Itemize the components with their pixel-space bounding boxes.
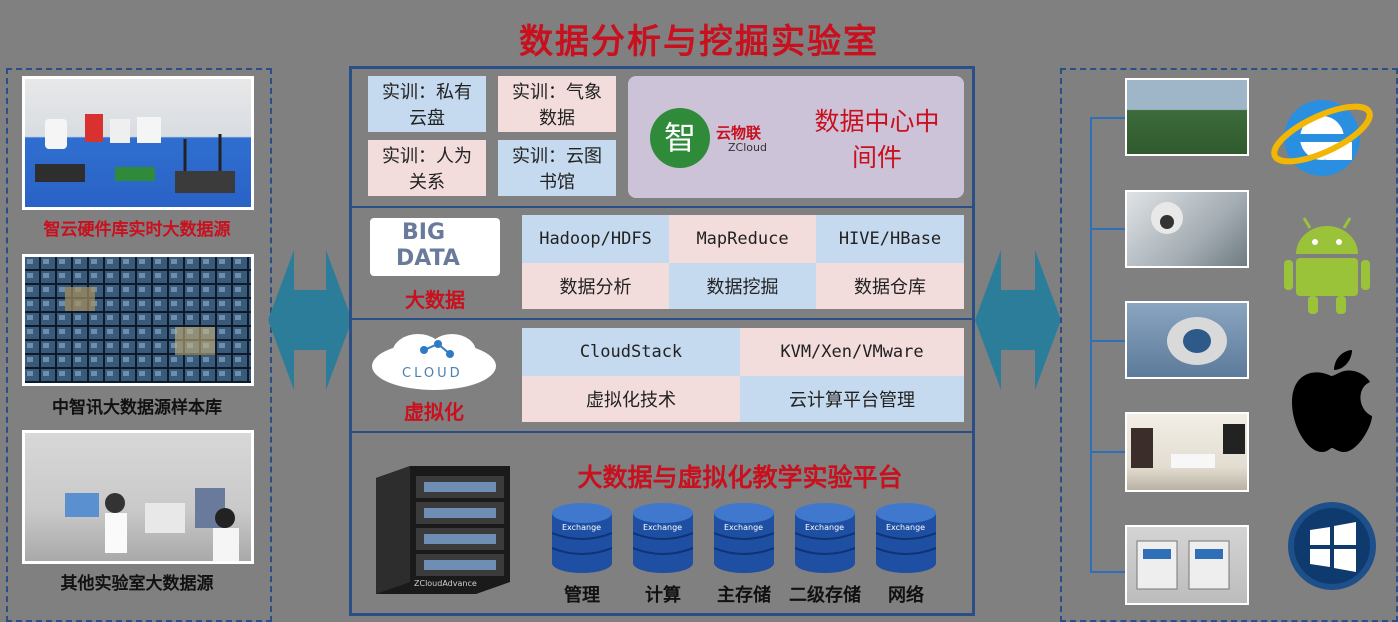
connector-line: [1090, 228, 1126, 230]
left-source-caption-2: 中智讯大数据源样本库: [52, 398, 222, 418]
connector-line: [1090, 571, 1126, 573]
android-icon: [1284, 217, 1370, 314]
cloud-icon: CLOUD: [368, 330, 500, 396]
virtual-cell: 云计算平台管理: [740, 376, 964, 422]
other-lab-photo: [22, 430, 254, 564]
left-source-caption-1: 智云硬件库实时大数据源: [43, 220, 231, 240]
connector-line: [1090, 117, 1092, 573]
node-label: 网络: [888, 585, 924, 606]
left-source-caption-3: 其他实验室大数据源: [60, 574, 214, 594]
connector-line: [1090, 451, 1126, 453]
divider: [352, 431, 972, 433]
virtualization-label: 虚拟化: [404, 400, 464, 424]
node-label: 计算: [645, 585, 681, 606]
node-label: 主存储: [717, 585, 771, 606]
middleware-title: 数据中心中间件: [814, 107, 940, 172]
sample-library-photo: [22, 254, 254, 386]
big-data-label: 大数据: [405, 288, 465, 312]
server-chassis-icon: ZCloudAdvance: [376, 466, 510, 594]
platform-title: 大数据与虚拟化教学实验平台: [577, 463, 903, 492]
virtual-cell: 虚拟化技术: [522, 376, 740, 422]
exchange-db-icon: Exchange: [875, 503, 937, 573]
bigdata-cell: HIVE/HBase: [816, 215, 964, 263]
bigdata-cell: MapReduce: [669, 215, 816, 263]
virtual-cell: CloudStack: [522, 328, 740, 376]
zcloud-logo-text: 云物联: [716, 124, 762, 142]
bigdata-cell: 数据挖掘: [669, 263, 816, 309]
virtual-cell: KVM/Xen/VMware: [740, 328, 964, 376]
page-title: 数据分析与挖掘实验室: [519, 22, 879, 62]
exchange-db-icon: Exchange: [713, 503, 775, 573]
training-cell: 实训：私有云盘: [368, 76, 486, 132]
divider: [352, 318, 972, 320]
meter-photo: [1125, 525, 1249, 605]
bigdata-cell: 数据仓库: [816, 263, 964, 309]
bidirectional-arrow-left-icon: [268, 250, 352, 390]
bigdata-cell: 数据分析: [522, 263, 669, 309]
exchange-db-icon: Exchange: [551, 503, 613, 573]
bigdata-cell: Hadoop/HDFS: [522, 215, 669, 263]
living-room-photo: [1125, 412, 1249, 492]
divider: [352, 206, 972, 208]
training-cell: 实训：气象数据: [498, 76, 616, 132]
svg-text:智: 智: [664, 119, 696, 157]
exchange-db-icon: Exchange: [794, 503, 856, 573]
hardware-library-photo: [22, 76, 254, 210]
apple-icon: [1292, 350, 1372, 452]
node-label: 二级存储: [789, 585, 861, 606]
zhi-logo-icon: 智: [650, 108, 710, 168]
bidirectional-arrow-right-icon: [975, 250, 1061, 390]
greenhouse-photo: [1125, 78, 1249, 156]
camera-photo: [1125, 190, 1249, 268]
windows-icon: [1288, 502, 1376, 590]
factory-photo: [1125, 301, 1249, 379]
node-label: 管理: [564, 585, 600, 606]
connector-line: [1090, 117, 1126, 119]
training-cell: 实训：人为关系: [368, 140, 486, 196]
center-architecture-frame: [349, 66, 975, 616]
big-data-icon: BIG DATA: [370, 218, 500, 276]
connector-line: [1090, 340, 1126, 342]
exchange-db-icon: Exchange: [632, 503, 694, 573]
zcloud-logo-sub: ZCloud: [728, 141, 767, 154]
ie-icon: [1271, 100, 1373, 176]
training-cell: 实训：云图书馆: [498, 140, 616, 196]
